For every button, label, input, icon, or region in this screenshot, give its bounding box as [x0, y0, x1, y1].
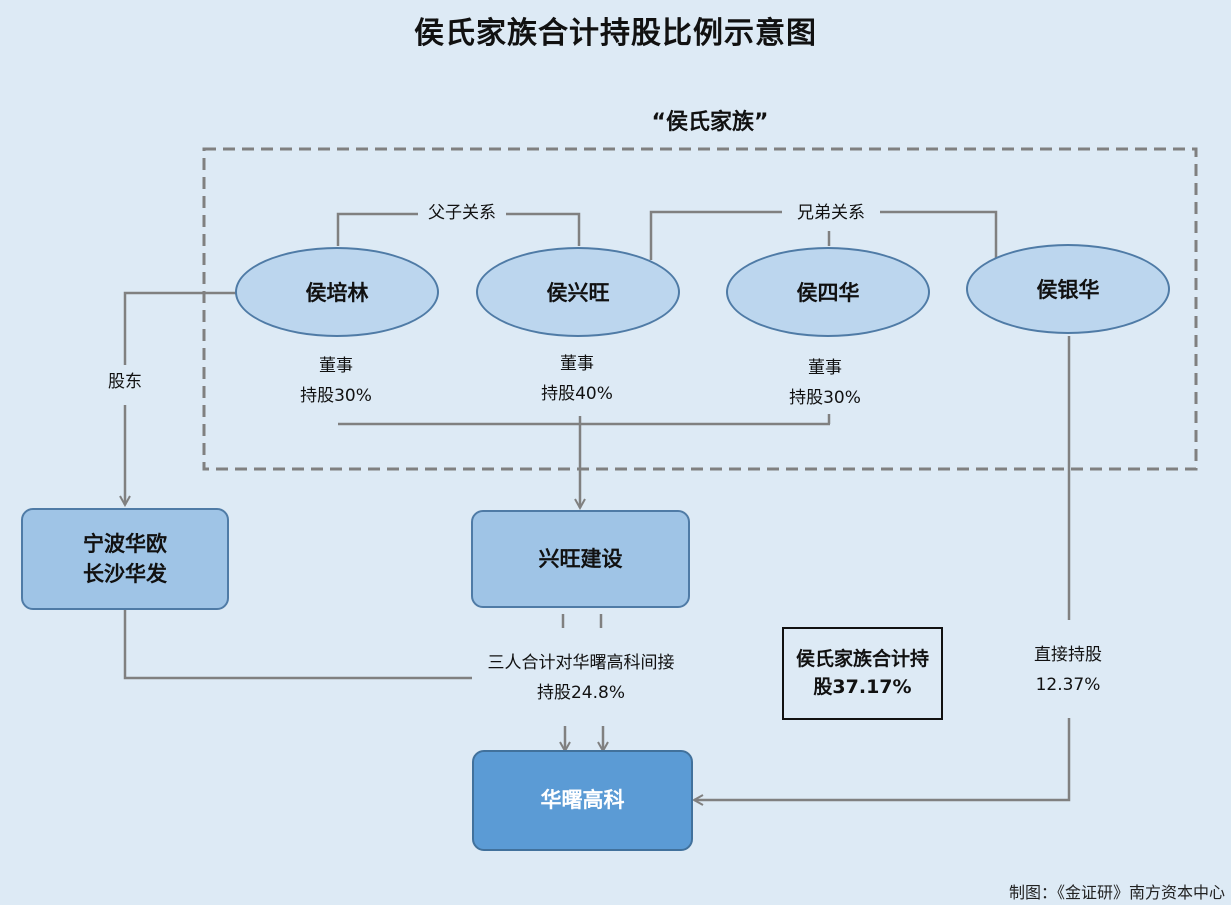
hou-sihua-info: 董事 持股30% — [775, 354, 875, 414]
credit-caption: 制图：《金证研》南方资本中心 — [1008, 883, 1225, 902]
family-total-holding-box: 侯氏家族合计持 股37.17% — [782, 627, 943, 720]
hou-sihua-role: 董事 — [808, 358, 842, 378]
page-title: 侯氏家族合计持股比例示意图 — [414, 16, 817, 51]
hou-peilin-holding: 持股30% — [300, 385, 372, 406]
family-total-value: 股37.17% — [813, 675, 912, 698]
hou-peilin-info: 董事 持股30% — [286, 352, 386, 412]
direct-holding-text: 直接持股 — [1034, 645, 1102, 665]
hou-sihua-holding: 持股30% — [789, 387, 861, 408]
person-hou-peilin: 侯培林 — [235, 247, 439, 337]
person-hou-sihua: 侯四华 — [726, 247, 930, 337]
indirect-holding-value: 持股24.8% — [536, 683, 625, 703]
hou-xingwang-info: 董事 持股40% — [527, 350, 627, 410]
direct-holding-label: 直接持股 12.37% — [1018, 640, 1118, 700]
person-hou-xingwang: 侯兴旺 — [476, 247, 680, 337]
direct-holding-value: 12.37% — [1035, 675, 1101, 695]
father-son-relation-label: 父子关系 — [418, 200, 506, 226]
hou-xingwang-holding: 持股40% — [541, 383, 613, 404]
company-huashu-tech: 华曙高科 — [472, 750, 693, 851]
company-xingwang-name: 兴旺建设 — [538, 546, 623, 571]
brothers-relation-label: 兄弟关系 — [782, 200, 880, 226]
company-huashu-name: 华曙高科 — [540, 788, 625, 813]
hou-xingwang-role: 董事 — [560, 354, 594, 374]
person-hou-yinhua: 侯银华 — [966, 244, 1170, 334]
hou-peilin-role: 董事 — [319, 356, 353, 376]
company-ningbo-name: 宁波华欧 — [83, 531, 167, 556]
family-dashed-border — [202, 147, 1198, 471]
indirect-holding-label: 三人合计对华曙高科间接 持股24.8% — [472, 648, 690, 708]
indirect-holding-text: 三人合计对华曙高科间接 — [487, 653, 675, 673]
family-group-label: “侯氏家族” — [651, 110, 769, 135]
company-xingwang-construction: 兴旺建设 — [471, 510, 690, 608]
family-total-text: 侯氏家族合计持 — [795, 647, 929, 670]
shareholder-label: 股东 — [95, 368, 155, 396]
company-changsha-name: 长沙华发 — [83, 562, 167, 586]
company-ningbo-changsha: 宁波华欧 长沙华发 — [21, 508, 229, 610]
